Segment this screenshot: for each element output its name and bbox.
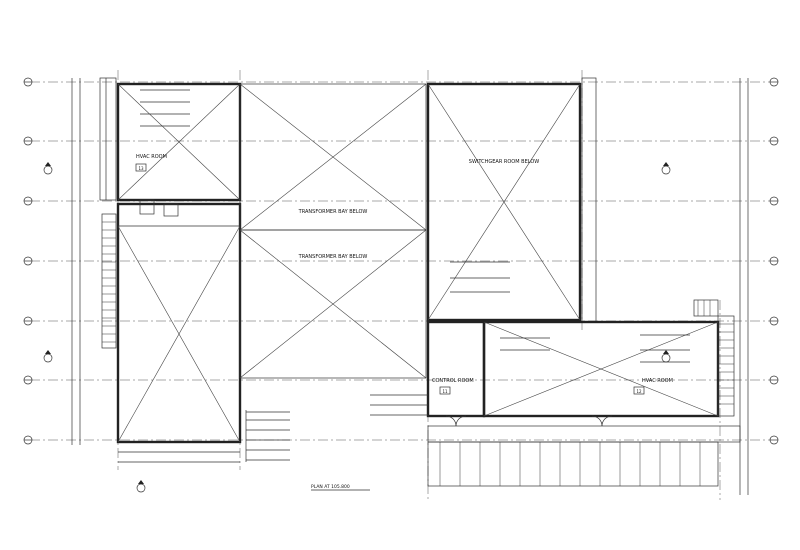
stair-hatch-left	[102, 221, 116, 343]
transformer-bay-lower	[239, 229, 427, 379]
section-marker-icon	[661, 350, 671, 363]
hvac-room-left-tag: 13	[138, 166, 144, 171]
transformer-bay-upper-label: TRANSFORMER BAY BELOW	[298, 209, 368, 215]
hvac-room-right-label: HVAC ROOM	[642, 378, 673, 384]
grid-bubbles-right	[769, 77, 779, 445]
section-marker-icon	[43, 350, 53, 363]
section-marker-icon	[136, 480, 146, 493]
stair-hatch-right	[718, 323, 734, 405]
hvac-room-left-label: HVAC ROOM	[136, 154, 167, 160]
hvac-room-right-tag: 12	[636, 389, 642, 394]
plan-title: PLAN AT 105.800	[311, 484, 350, 490]
left-lower-bay	[101, 199, 242, 463]
section-marker-icons	[43, 162, 671, 493]
control-room	[426, 320, 486, 418]
annotation-notes	[140, 89, 690, 462]
transformer-bay-lower-label: TRANSFORMER BAY BELOW	[298, 254, 368, 260]
switchgear-room-label: SWITCHGEAR ROOM BELOW	[469, 159, 540, 165]
hvac-room-right	[482, 299, 735, 418]
lower-platform	[427, 415, 741, 487]
section-marker-icon	[661, 162, 671, 175]
grid-bubbles-left	[23, 77, 33, 445]
section-marker-icon	[43, 162, 53, 175]
switchgear-room	[426, 77, 597, 323]
grid-lines	[30, 70, 770, 500]
control-room-tag: 11	[442, 389, 448, 394]
control-room-label: CONTROL ROOM	[432, 378, 474, 384]
hvac-room-left	[99, 77, 242, 202]
